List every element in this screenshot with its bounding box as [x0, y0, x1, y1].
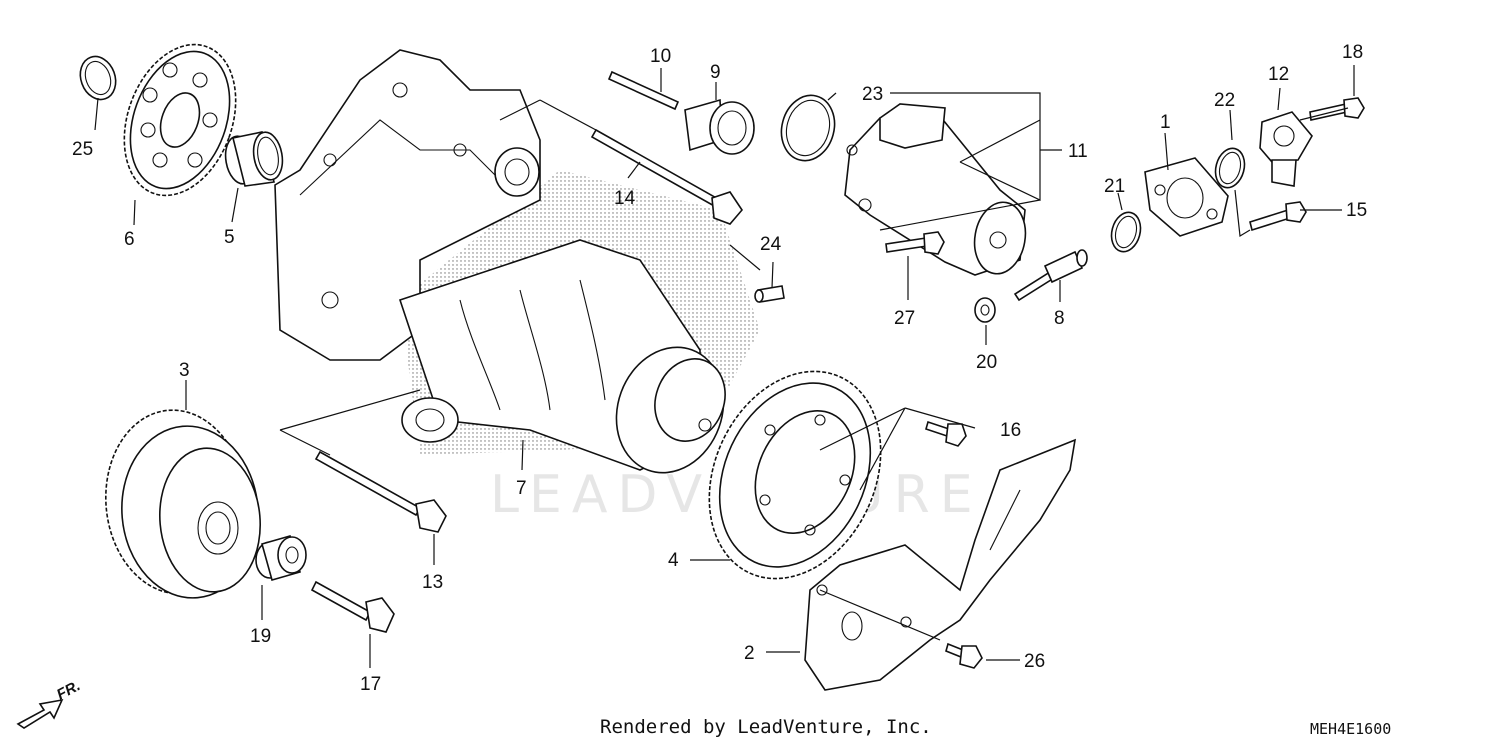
part-18-bolt[interactable]	[1309, 97, 1365, 121]
callout-22: 22	[1214, 90, 1235, 111]
part-8-sensor[interactable]	[1013, 249, 1088, 302]
callout-24: 24	[760, 234, 782, 255]
callout-17: 17	[360, 674, 381, 695]
part-20-washer[interactable]	[974, 297, 996, 323]
part-11-motor[interactable]	[844, 103, 1031, 278]
callout-labels: 25 6 5 10 9 14 23 11 1 22 12 18 21 15 24…	[72, 42, 1367, 695]
callout-13: 13	[422, 572, 443, 593]
part-7-housing[interactable]	[274, 49, 760, 488]
callout-2: 2	[744, 643, 755, 664]
part-17-bolt[interactable]	[310, 580, 395, 633]
part-6-gear[interactable]	[104, 29, 255, 211]
part-14-bolt[interactable]	[590, 128, 744, 225]
callout-7: 7	[516, 478, 527, 499]
part-9-gear-shaft[interactable]	[684, 98, 755, 155]
callout-11: 11	[1068, 141, 1088, 162]
callout-5: 5	[224, 227, 235, 248]
part-27-bolt[interactable]	[885, 231, 945, 255]
direction-label: FR.	[54, 677, 83, 703]
callout-23: 23	[862, 84, 883, 105]
callout-19: 19	[250, 626, 271, 647]
leader-lines	[94, 65, 1355, 668]
callout-14: 14	[614, 188, 636, 209]
callout-4: 4	[668, 550, 679, 571]
part-25-snap-ring[interactable]	[75, 52, 122, 105]
part-3-clutch-gear[interactable]	[98, 404, 266, 603]
part-22-o-ring[interactable]	[1211, 145, 1248, 191]
part-2-cover-plate[interactable]	[804, 438, 1077, 691]
part-5-bushing[interactable]	[222, 130, 286, 187]
part-15-bolt[interactable]	[1249, 201, 1307, 232]
callout-21: 21	[1104, 176, 1125, 197]
diagram-code: MEH4E1600	[1310, 720, 1392, 738]
part-24-dowel-pin[interactable]	[754, 285, 785, 303]
part-13-bolt[interactable]	[314, 450, 447, 533]
part-12-sensor[interactable]	[1259, 111, 1313, 187]
callout-18: 18	[1342, 42, 1363, 63]
callout-16: 16	[1000, 420, 1021, 441]
callout-10: 10	[650, 46, 671, 67]
rendered-by-credit: Rendered by LeadVenture, Inc.	[600, 716, 932, 738]
callout-12: 12	[1268, 64, 1289, 85]
part-21-o-ring[interactable]	[1107, 209, 1144, 255]
callout-3: 3	[179, 360, 190, 381]
callout-26: 26	[1024, 651, 1045, 672]
part-10-pin[interactable]	[607, 70, 680, 111]
callout-25: 25	[72, 139, 93, 160]
part-19-washer[interactable]	[255, 535, 307, 581]
part-1-cover[interactable]	[1144, 157, 1229, 237]
callout-8: 8	[1054, 308, 1065, 329]
front-direction-arrow: FR.	[16, 677, 83, 729]
callout-20: 20	[976, 352, 997, 373]
callout-27: 27	[894, 308, 915, 329]
part-16-bolt[interactable]	[925, 420, 967, 447]
part-23-o-ring[interactable]	[774, 89, 841, 166]
callout-15: 15	[1346, 200, 1367, 221]
callout-6: 6	[124, 229, 135, 250]
part-26-bolt[interactable]	[945, 642, 983, 669]
callout-9: 9	[710, 62, 721, 83]
callout-1: 1	[1160, 112, 1171, 133]
part-4-ring-gear[interactable]	[677, 343, 913, 606]
